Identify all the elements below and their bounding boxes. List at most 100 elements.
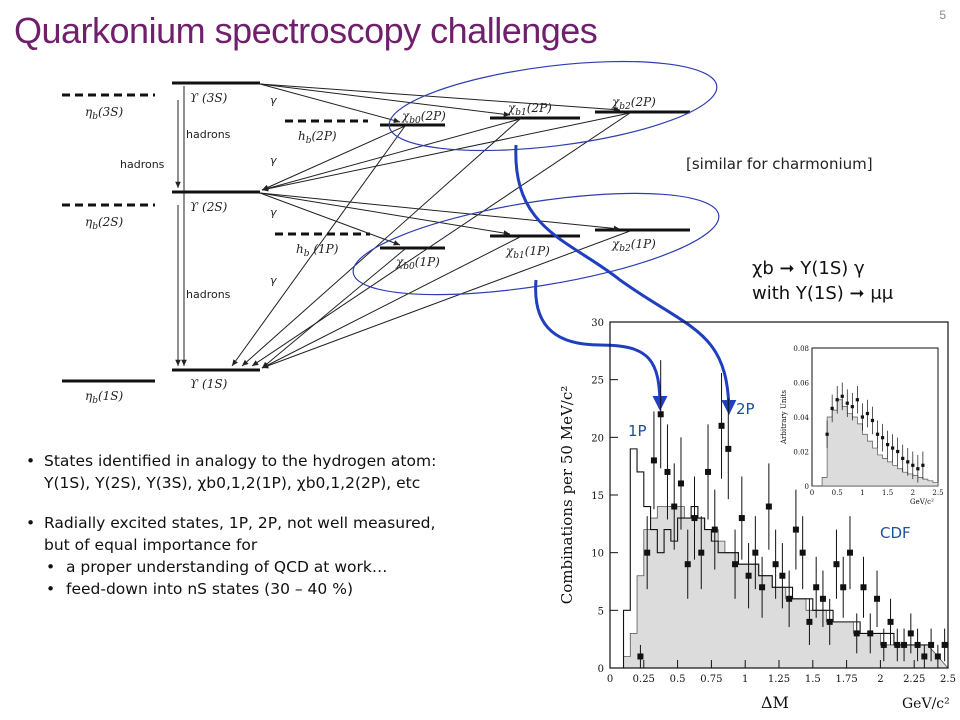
data-point — [826, 618, 833, 625]
level-labels: ηb(3S) ϒ (3S) χb0(2P) χb1(2P) χb2(2P) hb… — [85, 91, 656, 406]
data-point — [799, 549, 806, 556]
data-point — [907, 630, 914, 637]
data-point — [806, 618, 813, 625]
data-point — [901, 641, 908, 648]
x-tick-label: 2.25 — [903, 674, 925, 685]
y-tick-label: 20 — [591, 433, 604, 444]
data-point — [711, 526, 718, 533]
data-point — [941, 641, 948, 648]
bullet-text: but of equal importance for — [44, 536, 258, 554]
slide-number: 5 — [939, 8, 946, 22]
data-point — [637, 653, 644, 660]
x-tick-label: 1.5 — [805, 674, 821, 685]
data-point — [752, 549, 759, 556]
x-tick-label: 2.5 — [940, 674, 956, 685]
peak-label-1p: 1P — [628, 422, 647, 440]
peak-label-2p: 2P — [736, 400, 755, 418]
data-point — [664, 468, 671, 475]
data-point — [840, 584, 847, 591]
inset-point — [901, 456, 905, 460]
x-axis-label: ΔM — [761, 693, 789, 712]
inset-x-tick-label: 0.5 — [832, 489, 843, 497]
data-point — [813, 584, 820, 591]
decay-line-1: χb ➞ Υ(1S) γ — [752, 258, 865, 279]
inset-point — [865, 411, 870, 416]
data-point — [779, 572, 786, 579]
x-tick-label: 1.25 — [768, 674, 790, 685]
y-tick-label: 25 — [591, 376, 604, 387]
svg-text:hb (1P): hb (1P) — [296, 242, 339, 259]
bullet-text: Radially excited states, 1P, 2P, not wel… — [44, 514, 436, 532]
svg-text:χb0(1P): χb0(1P) — [395, 255, 440, 272]
inset-x-tick-label: 2 — [911, 489, 915, 497]
data-point — [725, 445, 732, 452]
data-point — [867, 630, 874, 637]
data-point — [853, 630, 860, 637]
inset-point — [835, 398, 839, 402]
y-tick-label: 0 — [598, 664, 604, 675]
inset-y-axis-label: Arbitrary Units — [780, 390, 788, 445]
inset-point — [830, 406, 834, 410]
inset-point — [870, 418, 875, 423]
svg-text:ηb(3S): ηb(3S) — [85, 105, 124, 122]
data-point — [698, 549, 705, 556]
svg-text:χb1(1P): χb1(1P) — [505, 244, 550, 261]
data-point — [671, 503, 678, 510]
svg-text:χb1(2P): χb1(2P) — [507, 101, 552, 118]
decay-line-2: with Υ(1S) ➞ μμ — [752, 283, 894, 304]
inset-y-tick-label: 0.06 — [793, 380, 809, 388]
highlight-2p-ellipse — [388, 60, 718, 152]
levels — [62, 81, 690, 383]
svg-text:γ: γ — [270, 154, 277, 167]
data-point — [874, 595, 881, 602]
data-point — [677, 480, 684, 487]
data-point — [772, 561, 779, 568]
sub-bullet-feed-down: feed-down into nS states (30 – 40 %) — [26, 578, 546, 600]
inset-point — [860, 415, 864, 419]
svg-text:ηb(1S): ηb(1S) — [85, 389, 124, 406]
data-point — [846, 549, 853, 556]
charmonium-note: [similar for charmonium] — [686, 155, 873, 173]
bullet-text: States identified in analogy to the hydr… — [44, 452, 437, 470]
inset-x-tick-label: 1.5 — [882, 489, 893, 497]
inset-point — [875, 432, 880, 436]
svg-text:γ: γ — [270, 274, 277, 287]
inset-x-tick-label: 1 — [860, 489, 864, 497]
svg-text:ϒ (3S): ϒ (3S) — [190, 91, 228, 105]
inset-x-axis-label: GeV/c² — [910, 498, 934, 506]
svg-text:γ: γ — [270, 94, 277, 107]
data-point — [894, 641, 901, 648]
arrow-2p — [514, 144, 737, 415]
inset-point — [855, 398, 859, 402]
data-point — [732, 561, 739, 568]
inset-point — [916, 467, 920, 471]
y-tick-label: 15 — [591, 491, 604, 502]
inset-point — [911, 463, 915, 467]
inset-point — [845, 401, 849, 405]
cdf-label: CDF — [880, 524, 911, 542]
data-point — [928, 641, 935, 648]
transition-arrows — [175, 83, 631, 369]
x-tick-label: 2 — [877, 674, 883, 685]
data-point — [880, 641, 887, 648]
bullet-hydrogen-analogy: States identified in analogy to the hydr… — [26, 450, 546, 494]
svg-text:ϒ (1S): ϒ (1S) — [190, 377, 228, 391]
y-tick-label: 5 — [598, 606, 604, 617]
data-point — [738, 515, 745, 522]
inset-point — [921, 463, 925, 467]
svg-text:hadrons: hadrons — [186, 288, 231, 301]
x-tick-label: 0.5 — [670, 674, 686, 685]
bullet-list: States identified in analogy to the hydr… — [26, 450, 546, 600]
data-point — [745, 572, 752, 579]
inset-point — [840, 394, 844, 398]
svg-text:γ: γ — [270, 206, 277, 219]
data-point — [792, 526, 799, 533]
inset-point — [886, 443, 890, 447]
inset-y-tick-label: 0 — [805, 483, 809, 491]
x-tick-label: 0.25 — [633, 674, 655, 685]
svg-text:χb2(1P): χb2(1P) — [611, 237, 656, 254]
x-axis-unit: GeV/c² — [902, 696, 950, 712]
inset-point — [891, 446, 895, 450]
svg-text:ηb(2S): ηb(2S) — [85, 215, 124, 232]
